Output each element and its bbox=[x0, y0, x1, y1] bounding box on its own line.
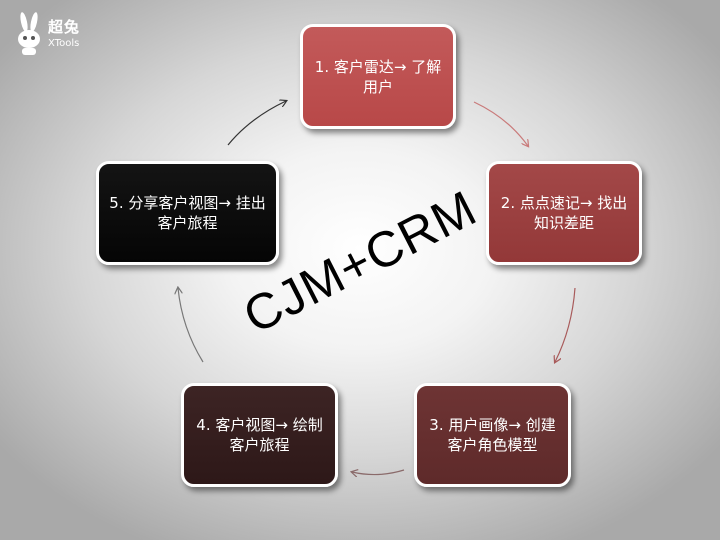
logo-subtitle: XTools bbox=[48, 38, 80, 49]
step-customer-radar: 1. 客户雷达→ 了解用户 bbox=[300, 24, 456, 129]
arrow-2-to-3 bbox=[555, 287, 576, 362]
arrow-1-to-2 bbox=[473, 101, 528, 146]
arrow-4-to-5 bbox=[178, 288, 204, 363]
step-share-customer-view: 5. 分享客户视图→ 挂出客户旅程 bbox=[96, 161, 279, 265]
step-quick-notes: 2. 点点速记→ 找出知识差距 bbox=[486, 161, 642, 265]
arrow-3-to-4 bbox=[352, 470, 405, 475]
step-user-persona: 3. 用户画像→ 创建客户角色模型 bbox=[414, 383, 571, 487]
arrow-5-to-1 bbox=[227, 101, 286, 146]
logo-name: 超兔 bbox=[48, 18, 81, 36]
step-customer-view: 4. 客户视图→ 绘制客户旅程 bbox=[181, 383, 338, 487]
step-4-text: 4. 客户视图→ 绘制客户旅程 bbox=[196, 416, 323, 454]
step-3-text: 3. 用户画像→ 创建客户角色模型 bbox=[429, 416, 556, 454]
step-5-text: 5. 分享客户视图→ 挂出客户旅程 bbox=[109, 194, 266, 232]
step-2-text: 2. 点点速记→ 找出知识差距 bbox=[500, 194, 628, 232]
xtools-logo: 超兔 XTools bbox=[14, 12, 94, 58]
rabbit-icon bbox=[18, 12, 40, 55]
step-1-text: 1. 客户雷达→ 了解用户 bbox=[314, 57, 442, 96]
